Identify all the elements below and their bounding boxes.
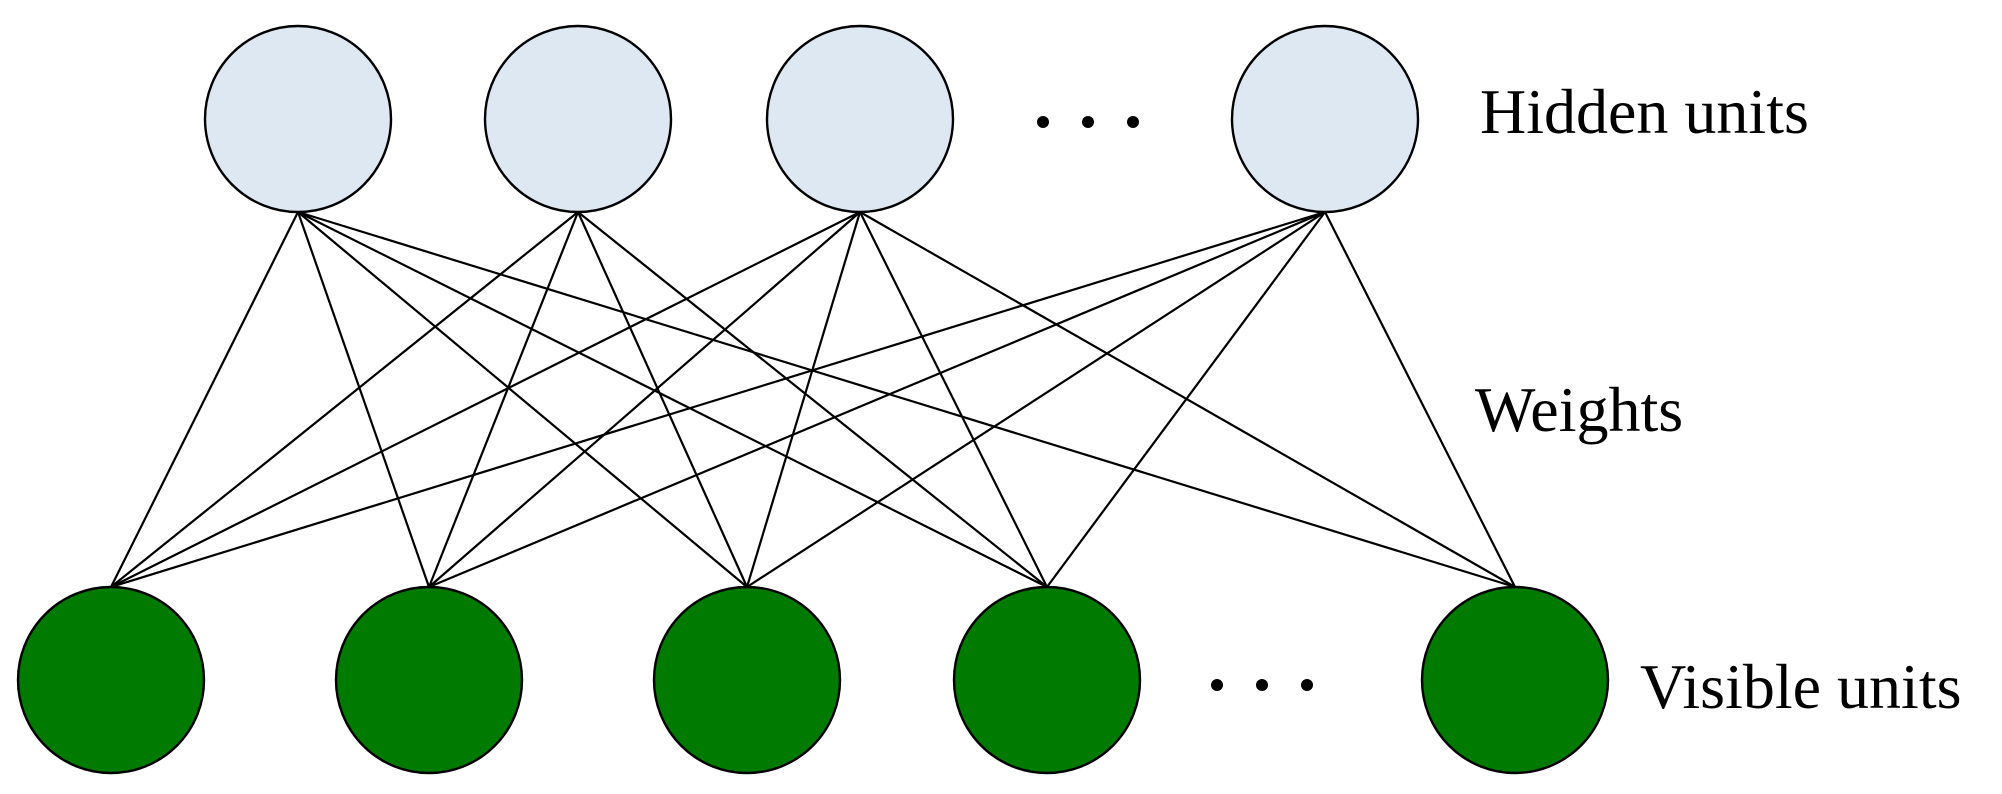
visible-unit [334, 585, 524, 775]
weight-edge [745, 211, 862, 588]
ellipsis-dot [1301, 679, 1313, 691]
weight-edge [297, 211, 748, 588]
hidden-layer [203, 24, 1420, 214]
hidden-unit [203, 24, 393, 214]
weight-edge [859, 211, 1516, 588]
weights-label: Weights [1475, 374, 1684, 445]
weight-edge [296, 211, 431, 588]
weight-edge [746, 211, 1326, 588]
weight-edge [110, 211, 579, 588]
weight-edge [577, 211, 1048, 588]
visible-unit [652, 585, 842, 775]
visible-layer [16, 585, 1610, 775]
ellipsis-dot [1211, 679, 1223, 691]
hidden-units-label: Hidden units [1480, 76, 1809, 147]
weight-edge [576, 211, 749, 588]
weight-edge [859, 211, 1048, 588]
ellipsis-dot [1256, 679, 1268, 691]
hidden-unit [1230, 24, 1420, 214]
visible-unit [1420, 585, 1610, 775]
weight-edge [1324, 211, 1516, 588]
weight-edge [297, 211, 1048, 588]
ellipsis-dot [1037, 116, 1049, 128]
ellipsis-dot [1082, 116, 1094, 128]
weight-edge [110, 211, 861, 588]
weight-edge [428, 210, 1326, 589]
visible-units-label: Visible units [1640, 651, 1962, 722]
weight-edge [110, 210, 1326, 589]
ellipsis-marks [1037, 116, 1313, 691]
weight-edge [297, 210, 1516, 589]
ellipsis-dot [1127, 116, 1139, 128]
weight-edge [110, 211, 299, 588]
visible-unit [16, 585, 206, 775]
weight-edge [428, 211, 861, 588]
visible-unit [952, 585, 1142, 775]
weight-edge [1046, 211, 1326, 588]
weights-edges [110, 210, 1516, 589]
weight-edge [427, 211, 580, 588]
hidden-unit [483, 24, 673, 214]
hidden-unit [765, 24, 955, 214]
